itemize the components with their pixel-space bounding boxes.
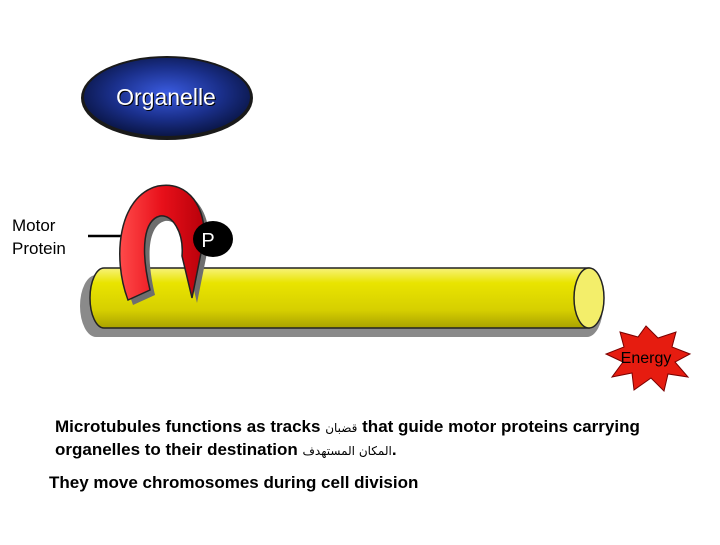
caption-line2-end: . bbox=[391, 440, 397, 459]
caption-line2: organelles to their destination المكان ا… bbox=[55, 439, 640, 462]
caption: Microtubules functions as tracks قضبان t… bbox=[55, 416, 640, 462]
caption-line1: Microtubules functions as tracks قضبان t… bbox=[55, 416, 640, 439]
microtubule-end bbox=[573, 267, 605, 329]
microtubule-body bbox=[89, 267, 590, 329]
caption-line2-arabic: المكان المستهدف bbox=[302, 444, 392, 458]
caption-line2-start: organelles to their destination bbox=[55, 440, 303, 459]
microtubule bbox=[89, 267, 605, 329]
motor-protein-label: Motor Protein bbox=[12, 214, 66, 260]
caption-line1-arabic: قضبان bbox=[325, 421, 358, 435]
organelle-label-shadow: Organelle bbox=[117, 85, 217, 111]
organelle-body bbox=[84, 58, 250, 136]
motor-protein-label-line1: Motor bbox=[12, 216, 56, 235]
phosphate-circle bbox=[193, 221, 233, 257]
caption-line1-start: Microtubules functions as tracks bbox=[55, 417, 326, 436]
phosphate: P bbox=[193, 221, 233, 257]
phosphate-label: P bbox=[201, 230, 214, 252]
organelle: Organelle Organelle bbox=[81, 56, 253, 140]
caption-line1-end: that guide motor proteins carrying bbox=[357, 417, 640, 436]
energy-burst: Energy bbox=[604, 325, 692, 392]
motor-protein-label-line2: Protein bbox=[12, 239, 66, 258]
energy-burst-shape bbox=[604, 325, 692, 392]
energy-label: Energy bbox=[621, 350, 672, 367]
note: They move chromosomes during cell divisi… bbox=[49, 473, 419, 492]
organelle-label: Organelle bbox=[116, 84, 216, 110]
